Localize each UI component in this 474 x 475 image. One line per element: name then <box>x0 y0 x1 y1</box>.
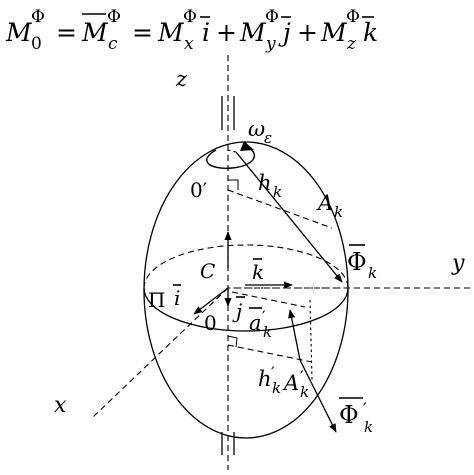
formula-lhs-symbol: M <box>5 18 33 47</box>
label-h-k: h <box>258 171 272 195</box>
label-x-axis: x <box>54 393 67 418</box>
label-a-k-sub: k <box>334 203 343 221</box>
formula-mid-super: Φ <box>107 7 121 27</box>
formula-lhs-super: Φ <box>31 7 45 27</box>
rotation-arrowhead <box>240 141 254 151</box>
x-axis-line <box>91 287 229 419</box>
equator-back <box>143 244 349 289</box>
label-pi: Π <box>148 288 165 312</box>
right-angle-upper <box>228 179 239 190</box>
label-phi-k-sub: k <box>368 264 377 282</box>
label-h-prime: h <box>258 367 272 391</box>
formula-term-x-super: Φ <box>183 7 197 27</box>
top-point-dotted <box>227 149 237 153</box>
label-h-prime-sub: k <box>272 379 281 397</box>
arrow-phi-prime <box>299 359 337 433</box>
formula-equals-2: = <box>132 18 153 47</box>
arrow-a-prime <box>288 309 301 361</box>
label-a-cap-prime-sub: k <box>300 383 309 401</box>
label-unit-j: j <box>232 299 242 323</box>
label-h-k-sub: k <box>273 183 282 201</box>
coordinate-axes <box>91 55 470 470</box>
label-h-prime-mark: ′ <box>271 363 275 382</box>
formula-term-z-sub: z <box>346 34 357 54</box>
formula-term-x-unit: i <box>202 18 210 47</box>
arrow-a-k <box>235 151 343 283</box>
formula-mid-symbol: M <box>81 18 109 47</box>
label-a-prime: a <box>249 311 262 335</box>
formula-term-z-symbol: M <box>320 18 348 47</box>
formula-term-z-unit: k <box>363 18 378 47</box>
right-angle-lower <box>227 335 238 348</box>
formula-mid-sub: c <box>108 34 118 54</box>
label-center-c: C <box>200 259 215 283</box>
label-y-axis: y <box>451 251 465 276</box>
o-prime-dashed-line <box>227 189 333 229</box>
label-a-cap-prime-mark: ′ <box>300 367 304 386</box>
label-a-cap-prime: A <box>282 371 299 395</box>
formula-plus-1: + <box>216 18 237 47</box>
formula-term-x-symbol: M <box>157 18 185 47</box>
label-phi-prime: Φ <box>339 401 359 429</box>
label-a-k: A <box>316 191 333 215</box>
arrow-unit-i <box>193 287 229 315</box>
formula-term-z-super: Φ <box>346 7 360 27</box>
label-omega-sub: ε <box>264 129 272 147</box>
label-phi-prime-sub: k <box>364 418 373 436</box>
lower-vertical-dotted <box>309 299 313 381</box>
label-unit-k: k <box>252 260 264 284</box>
label-unit-i: i <box>174 286 180 310</box>
label-o-prime: 0′ <box>190 178 208 202</box>
lower-dashed-1 <box>231 291 306 308</box>
formula-lhs-sub: 0 <box>31 34 42 54</box>
label-omega: ω <box>248 117 265 141</box>
ellipsoid-body <box>143 141 349 439</box>
equator-front <box>143 287 349 332</box>
formula-term-y-symbol: M <box>239 18 267 47</box>
lower-dashed-2 <box>227 344 313 363</box>
moment-formula: M Φ 0 = M Φ c = M Φ x i + M Φ y j + M Φ … <box>5 7 378 54</box>
formula-equals-1: = <box>56 18 77 47</box>
formula-term-x-sub: x <box>184 34 194 54</box>
label-z-axis: z <box>175 67 188 91</box>
formula-term-y-sub: y <box>265 34 276 54</box>
formula-term-y-unit: j <box>278 18 291 47</box>
label-a-prime-sub: k <box>263 323 272 341</box>
label-a-prime-mark: ′ <box>262 307 266 326</box>
formula-term-y-super: Φ <box>265 7 279 27</box>
label-phi-k: Φ <box>347 248 367 276</box>
label-origin-zero: 0 <box>204 311 217 335</box>
rotation-arc <box>206 145 256 169</box>
formula-plus-2: + <box>297 18 318 47</box>
label-phi-prime-mark: ′ <box>363 399 367 418</box>
